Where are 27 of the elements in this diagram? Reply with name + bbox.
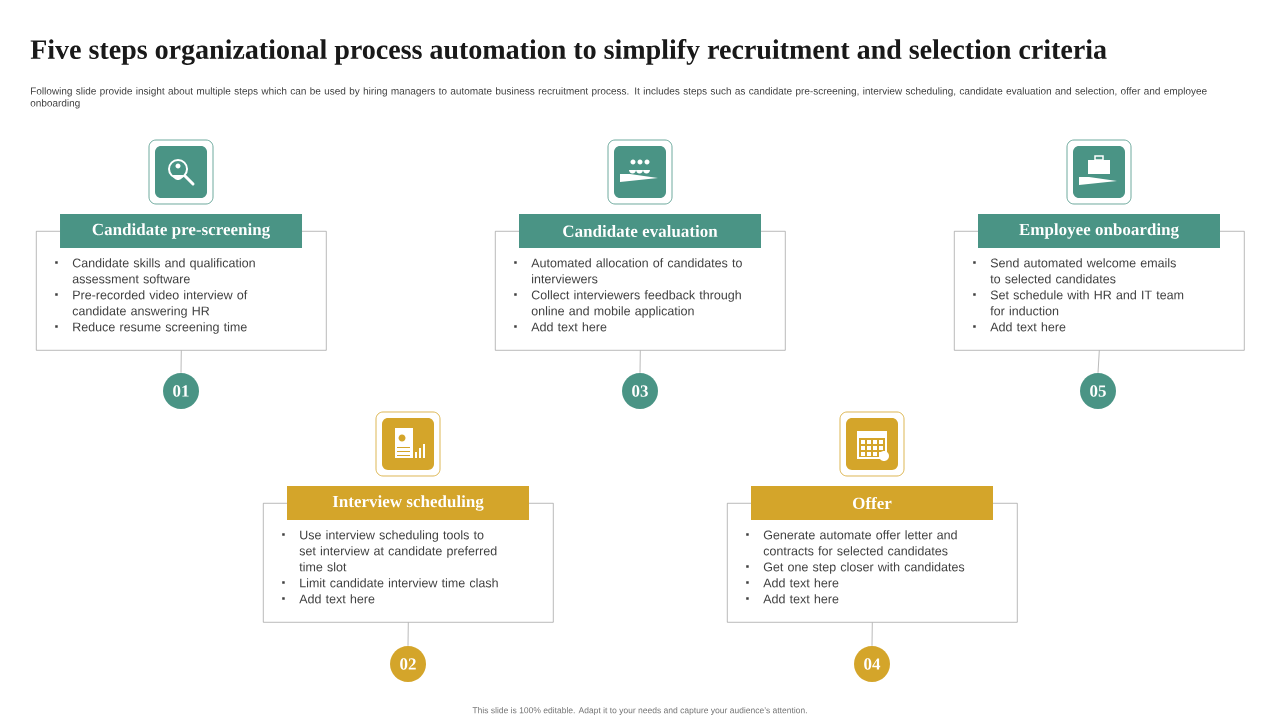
heading-band: Candidate pre-screening	[60, 214, 302, 248]
connector-line	[407, 622, 409, 647]
node-label: Get one step closer with candidates	[763, 562, 965, 574]
text-card	[263, 486, 554, 623]
heading-band: Interview scheduling	[287, 486, 529, 520]
connector-line	[180, 350, 182, 374]
text-card	[727, 486, 1018, 623]
bullet-list: Candidate skills and qualification assessment software Pre-recorded video interview of candidate answering HR Reduce resume screening time	[55, 258, 255, 334]
connector-line	[871, 622, 873, 647]
text-card	[36, 214, 327, 351]
connector-line	[639, 350, 641, 374]
node-label: Add text here	[763, 578, 839, 588]
heading-band: Candidate evaluation	[519, 214, 761, 248]
text-card	[495, 214, 786, 351]
footer-note: This slide is 100% editable. Adapt it to your needs and capture your audience’s attention.	[472, 707, 807, 715]
bullet-list: Use interview scheduling tools to set interview at candidate preferred time slot Limit candidate interview time clash Add text here	[282, 530, 498, 604]
heading-band: Employee onboarding	[978, 214, 1220, 248]
text-card	[954, 214, 1245, 351]
node-label: Add text here	[763, 594, 839, 604]
node-label: Generate automate offer letter and contracts for selected candidates	[763, 530, 957, 556]
heading-band: Offer	[751, 486, 993, 520]
connector-line	[1097, 350, 1100, 374]
bullet-list: Generate automate offer letter and contracts for selected candidates Get one step closer with candidates Add text here Add text here	[746, 530, 965, 604]
bullet-list: Send automated welcome emails to selected candidates Set schedule with HR and IT team for induction Add text here	[973, 258, 1184, 332]
subtitle: Following slide provide insight about multiple steps which can be used by hiring managers to automate business recruitment process. It includes steps such as candidate pre-screening, interview scheduling, candidate evaluation and selection, offer and employee onboarding	[30, 87, 1207, 109]
title: Five steps organizational process automation to simplify recruitment and selection criteria	[30, 39, 1107, 65]
bullet-list: Automated allocation of candidates to interviewers Collect interviewers feedback through online and mobile application Add text here	[514, 258, 742, 332]
